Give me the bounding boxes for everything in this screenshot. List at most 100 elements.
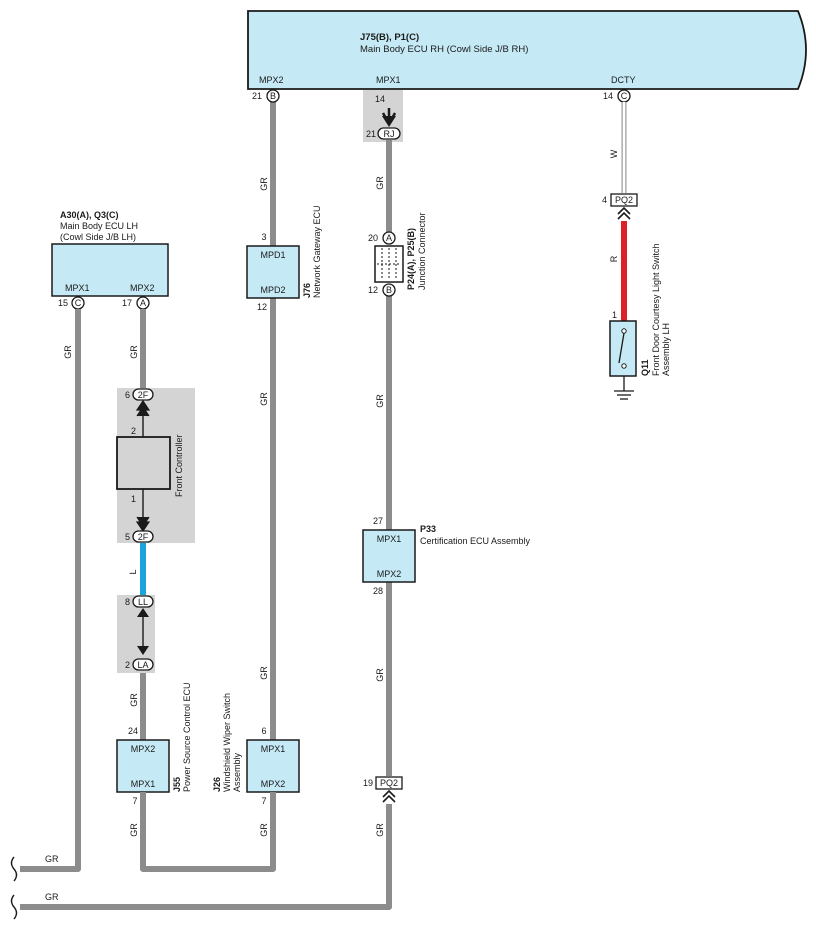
la-connector (132, 658, 154, 671)
junction-bottom-pin: 12 (368, 285, 378, 295)
fc-bottom-arrow (135, 516, 151, 533)
network-gateway-ecu: 3 MPD1 MPD2 12 J76 Network Gateway ECU (246, 205, 322, 312)
pq2-bottom-chevron (382, 789, 396, 803)
courtesy-switch-pin: 1 (612, 310, 617, 320)
gateway-top-label: MPD1 (260, 250, 285, 260)
main-ecu-pin-21: 21 (252, 91, 262, 101)
courtesy-light-switch: 1 Q11 Front Door Courtesy Light Switch A… (609, 243, 671, 400)
wiper-bottom-pin: 7 (261, 796, 266, 806)
pq2-top-label: PQ2 (615, 195, 633, 205)
wiper-code: J26 (212, 777, 222, 792)
wire-label-w: W (609, 149, 619, 158)
pq2-top-connector: 4 PQ2 (602, 193, 638, 220)
pq2-top-box (610, 193, 638, 207)
body-ecu-lh-name-2: (Cowl Side J/B LH) (60, 232, 136, 242)
wire-label-gr-14: GR (259, 823, 269, 837)
wiper-top-pin: 6 (261, 726, 266, 736)
front-controller-box (116, 436, 171, 490)
pq2-top-chevron (617, 206, 631, 220)
ll-la-connectors: 8 LL 2 LA (125, 595, 154, 671)
courtesy-switch-code: Q11 (640, 359, 650, 376)
wire-label-gr-12: GR (129, 693, 139, 707)
courtesy-switch-name-2: Assembly LH (661, 323, 671, 376)
wiper-name-1: Windshield Wiper Switch (222, 693, 232, 792)
main-ecu-pin-14-dcty: 14 (603, 91, 613, 101)
gateway-top-pin: 3 (261, 232, 266, 242)
wire-gr-lh-mpx1-to-bottom (20, 309, 81, 872)
wire-label-gr-2: GR (259, 392, 269, 406)
body-ecu-lh-pin-17: 17 (122, 298, 132, 308)
pq2-bottom-box (375, 776, 403, 790)
power-ecu-top-label: MPX2 (131, 744, 156, 754)
power-ecu-box (116, 739, 170, 793)
wire-gr-pq2-to-bottom (20, 804, 392, 910)
main-ecu-pin-label-mpx1: MPX1 (376, 75, 401, 85)
junction-conn-a (382, 231, 396, 245)
pq2-top-pin: 4 (602, 195, 607, 205)
body-ecu-lh-conn-a-label: A (140, 298, 146, 308)
fc-top-conn-pin: 6 (125, 390, 130, 400)
rj-arrow-head (382, 116, 396, 127)
power-ecu-bottom-pin: 7 (132, 796, 137, 806)
power-ecu-code: J55 (172, 777, 182, 792)
wire-label-l: L (128, 569, 138, 574)
ll-pin: 8 (125, 597, 130, 607)
certification-top-label: MPX1 (377, 534, 402, 544)
gateway-bottom-pin: 12 (257, 302, 267, 312)
wire-label-gr-1: GR (259, 177, 269, 191)
body-ecu-lh-conn-c-label: C (75, 298, 82, 308)
power-ecu-bottom-label: MPX1 (131, 779, 156, 789)
body-ecu-lh-name-1: Main Body ECU LH (60, 221, 138, 231)
gateway-name: Network Gateway ECU (312, 205, 322, 298)
gateway-ecu-box (246, 245, 300, 299)
junction-connector: 20 A 12 B P24(A), P25(B) Junction Connec… (368, 212, 427, 297)
wire-label-gr-11: GR (129, 345, 139, 359)
wire-label-gr-13: GR (129, 823, 139, 837)
gateway-code: J76 (302, 283, 312, 298)
courtesy-switch-blade (618, 332, 625, 364)
la-pin: 2 (125, 660, 130, 670)
main-ecu-pin-label-mpx2: MPX2 (259, 75, 284, 85)
pq2-bottom-label: PQ2 (380, 778, 398, 788)
certification-ecu-box (362, 529, 416, 583)
fc-top-conn-label: 2F (138, 390, 149, 400)
junction-top-pin: 20 (368, 233, 378, 243)
junction-conn-b-label: B (386, 285, 392, 295)
fc-bottom-conn (132, 530, 154, 543)
body-ecu-lh-pin-15: 15 (58, 298, 68, 308)
junction-conn-b (382, 283, 396, 297)
rj-connector-label: RJ (384, 129, 395, 139)
main-body-ecu-rh: J75(B), P1(C) Main Body ECU RH (Cowl Sid… (247, 10, 807, 90)
certification-top-pin: 27 (373, 516, 383, 526)
fc-bottom-conn-label: 2F (138, 532, 149, 542)
certification-code: P33 (420, 524, 436, 534)
pq2-bottom-connector: 19 PQ2 (363, 776, 403, 803)
wire-label-gr-3: GR (259, 666, 269, 680)
rj-connector (377, 127, 401, 140)
main-ecu-pin-label-dcty: DCTY (611, 75, 636, 85)
certification-bottom-pin: 28 (373, 586, 383, 596)
wire-label-gr-6: GR (375, 668, 385, 682)
front-controller-name: Front Controller (174, 434, 184, 497)
wiper-switch: 6 MPX1 MPX2 7 J26 Windshield Wiper Switc… (212, 693, 300, 806)
junction-name: Junction Connector (417, 212, 427, 290)
main-body-ecu-lh: A30(A), Q3(C) Main Body ECU LH (Cowl Sid… (51, 210, 169, 310)
la-connector-label: LA (137, 660, 148, 670)
junction-conn-a-label: A (386, 233, 392, 243)
power-ecu-top-pin: 24 (128, 726, 138, 736)
main-ecu-name: Main Body ECU RH (Cowl Side J/B RH) (360, 44, 528, 55)
body-ecu-lh-box (51, 243, 169, 297)
wire-break-2 (10, 894, 18, 920)
main-ecu-box (247, 10, 807, 90)
certification-bottom-label: MPX2 (377, 569, 402, 579)
main-ecu-code: J75(B), P1(C) (360, 32, 419, 43)
courtesy-switch-name-1: Front Door Courtesy Light Switch (651, 243, 661, 376)
ll-connector (132, 595, 154, 608)
body-ecu-lh-code: A30(A), Q3(C) (60, 210, 119, 220)
wiper-top-label: MPX1 (261, 744, 286, 754)
wire-label-gr-5: GR (375, 394, 385, 408)
wire-label-gr-7: GR (375, 823, 385, 837)
power-source-ecu: 24 MPX2 MPX1 7 J55 Power Source Control … (116, 682, 192, 806)
certification-ecu: 27 MPX1 MPX2 28 P33 Certification ECU As… (362, 516, 531, 596)
wire-gr-power-to-wiper (140, 792, 276, 872)
